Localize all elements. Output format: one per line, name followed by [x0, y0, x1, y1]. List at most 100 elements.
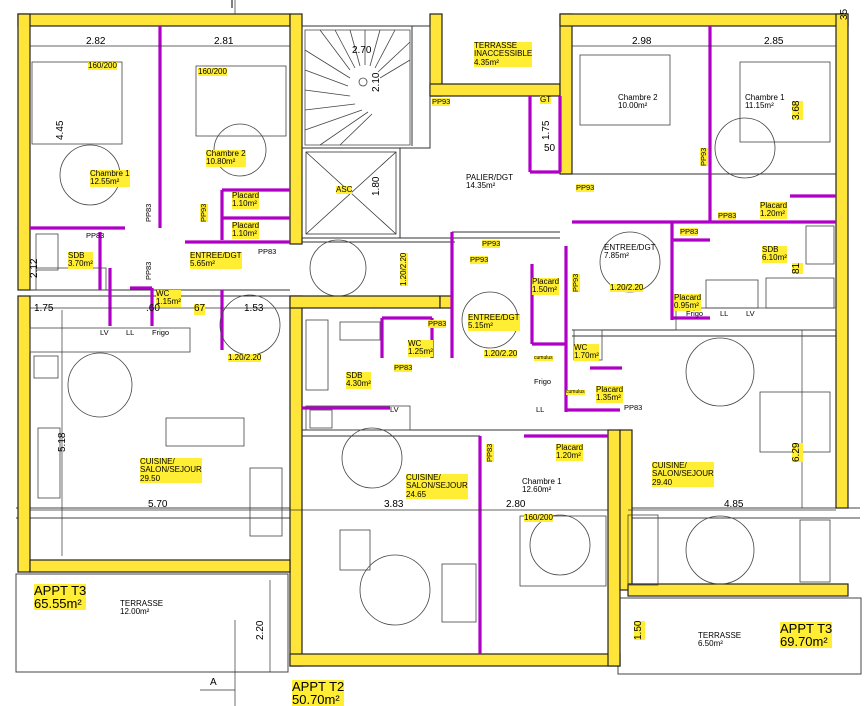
dim-35-top: 35 [839, 8, 850, 20]
door-code: PP83 [394, 363, 413, 372]
dim-2-81: 2.81 [214, 36, 234, 47]
fixture-label: Frigo [534, 377, 552, 386]
dim-0-60: .60 [146, 303, 160, 314]
dim-2-12: 2.12 [29, 258, 40, 278]
room-gt: GT [540, 95, 552, 105]
fixture-label: cumulus [534, 355, 553, 362]
dim-2-98: 2.98 [632, 36, 652, 47]
door-code: PP83 [428, 319, 447, 328]
dim-5-70: 5.70 [148, 499, 168, 510]
exterior-walls [17, 13, 849, 667]
door-code: PP93 [199, 203, 208, 222]
door-code: PP93 [432, 97, 451, 106]
dim-3-83: 3.83 [384, 499, 404, 510]
door-code: PP93 [576, 183, 595, 192]
dim-1-53: 1.53 [244, 303, 264, 314]
door-code: PP83 [680, 227, 699, 236]
bed-size-2: 160/200 [198, 67, 227, 77]
fixture-label: cumulus [566, 389, 585, 396]
dim-2-20: 2.20 [255, 620, 266, 640]
door-code: PP93 [699, 147, 708, 166]
door-code: PP83 [144, 203, 153, 222]
door-code: PP93 [482, 239, 501, 248]
door-1-20-2-20-b: 1.20/2.20 [399, 252, 409, 286]
bed-size-1: 160/200 [88, 61, 117, 71]
dim-2-80: 2.80 [506, 499, 526, 510]
furniture-circles [59, 117, 776, 626]
dim-1-75: 1.75 [34, 303, 54, 314]
dim-4-85: 4.85 [724, 499, 744, 510]
section-label: A [210, 677, 217, 688]
door-code: PP83 [624, 403, 643, 412]
dim-4-45: 4.45 [55, 120, 66, 140]
dim-6-29: 6.29 [791, 442, 803, 462]
dim-81: 81 [791, 262, 803, 274]
fixture-label: LL [536, 405, 545, 414]
dimension-lines [30, 0, 836, 706]
fixture-label: LL [720, 309, 729, 318]
dim-67: 67 [194, 303, 206, 315]
dim-50: 50 [544, 143, 556, 154]
fixture-label: LV [746, 309, 755, 318]
fixture-label: LV [390, 405, 399, 414]
partitions [30, 26, 836, 654]
dim-2-70: 2.70 [352, 45, 372, 56]
fixture-label: Frigo [152, 328, 170, 337]
fixture-label: Frigo [686, 309, 704, 318]
door-code: PP83 [485, 443, 494, 462]
door-1-20-2-20-d: 1.20/2.20 [610, 283, 644, 293]
fixture-label: LL [126, 328, 135, 337]
dim-1-50: 1.50 [633, 620, 645, 640]
dim-1-80: 1.80 [371, 176, 382, 196]
bed-size-3: 160/200 [524, 513, 553, 523]
fixture-label: LV [100, 328, 109, 337]
dim-1-75-b: 1.75 [541, 120, 552, 140]
staircase [304, 29, 411, 146]
door-1-20-2-20-c: 1.20/2.20 [484, 349, 518, 359]
dim-3-68: 3.68 [791, 100, 803, 120]
door-code: PP83 [86, 231, 105, 240]
kitchen-furniture [29, 225, 837, 623]
door-code: PP83 [258, 247, 277, 256]
door-1-20-2-20-a: 1.20/2.20 [228, 353, 262, 363]
dim-5-18: 5.18 [57, 432, 68, 452]
door-code: PP83 [144, 261, 153, 280]
dim-2-82: 2.82 [86, 36, 106, 47]
dim-2-10: 2.10 [371, 72, 382, 92]
dim-2-85: 2.85 [764, 36, 784, 47]
room-asc: ASC [336, 185, 353, 195]
door-code: PP93 [571, 273, 580, 292]
terrace-outlines [15, 507, 862, 675]
